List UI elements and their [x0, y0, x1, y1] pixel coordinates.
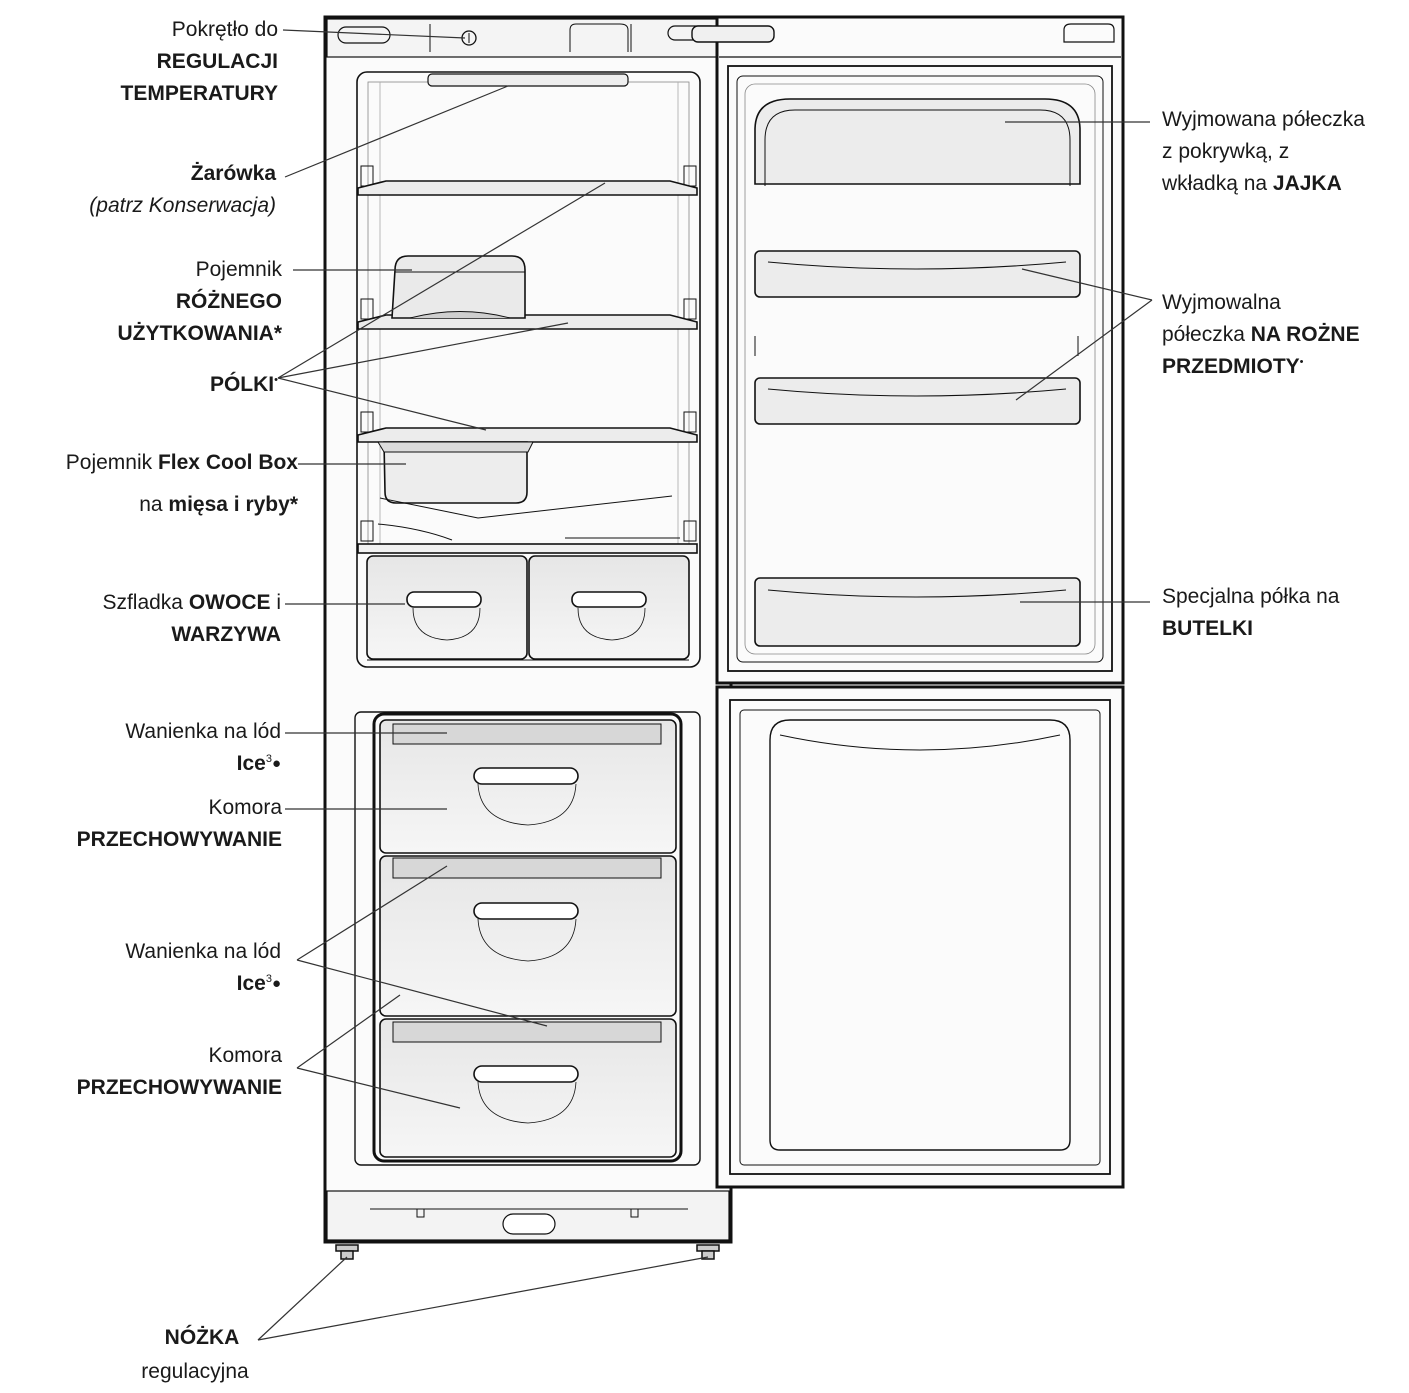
label-ice-tray-2: Wanienka na lód Ice3●: [125, 940, 281, 995]
label-ice-tray-1: Wanienka na lód Ice3●: [125, 720, 281, 775]
freezer-door: [715, 685, 1125, 1189]
label-feet: NÓŻKA regulacyjna: [141, 1326, 249, 1383]
label-bottle-shelf: Specjalna półka na BUTELKI: [1162, 585, 1340, 640]
label-bulb: Żarówka (patrz Konserwacja): [89, 162, 276, 217]
label-flex-cool-box: Pojemnik Flex Cool Box na mięsa i ryby*: [65, 451, 298, 516]
ice-tray-1: [392, 723, 662, 745]
callout-lines: [257, 29, 1153, 1341]
label-storage-1: Komora PRZECHOWYWANIE: [76, 796, 282, 851]
flex-cool-box: [377, 441, 680, 541]
adjustable-feet: [335, 1244, 720, 1260]
label-egg-shelf: Wyjmowana półeczka z pokrywką, z wkładką…: [1162, 108, 1365, 195]
label-storage-2: Komora PRZECHOWYWANIE: [76, 1044, 282, 1099]
label-misc-shelf: Wyjmowalna półeczka NA ROŻNE PRZEDMIOTY•: [1162, 291, 1360, 378]
door-bins: [754, 250, 1081, 647]
fridge-body: [323, 15, 733, 1260]
ice-tray-3: [392, 1021, 662, 1043]
freezer-drawers: [379, 719, 677, 1158]
label-veg-drawer: Szfladka OWOCE i WARZYWA: [102, 591, 281, 646]
multi-use-container: [391, 255, 526, 319]
fridge-door: [691, 15, 1125, 685]
ice-tray-2: [392, 857, 662, 879]
door-handle: [691, 25, 775, 43]
light-bulb-cover: [427, 73, 629, 87]
label-shelves: PÓLKI•: [209, 373, 278, 396]
vegetable-drawers: [366, 555, 690, 661]
egg-shelf: [754, 98, 1081, 186]
label-temperature-knob: Pokrętło do REGULACJI TEMPERATURY: [120, 18, 279, 105]
label-multi-use-box: Pojemnik RÓŻNEGO UŻYTKOWANIA*: [117, 258, 283, 345]
